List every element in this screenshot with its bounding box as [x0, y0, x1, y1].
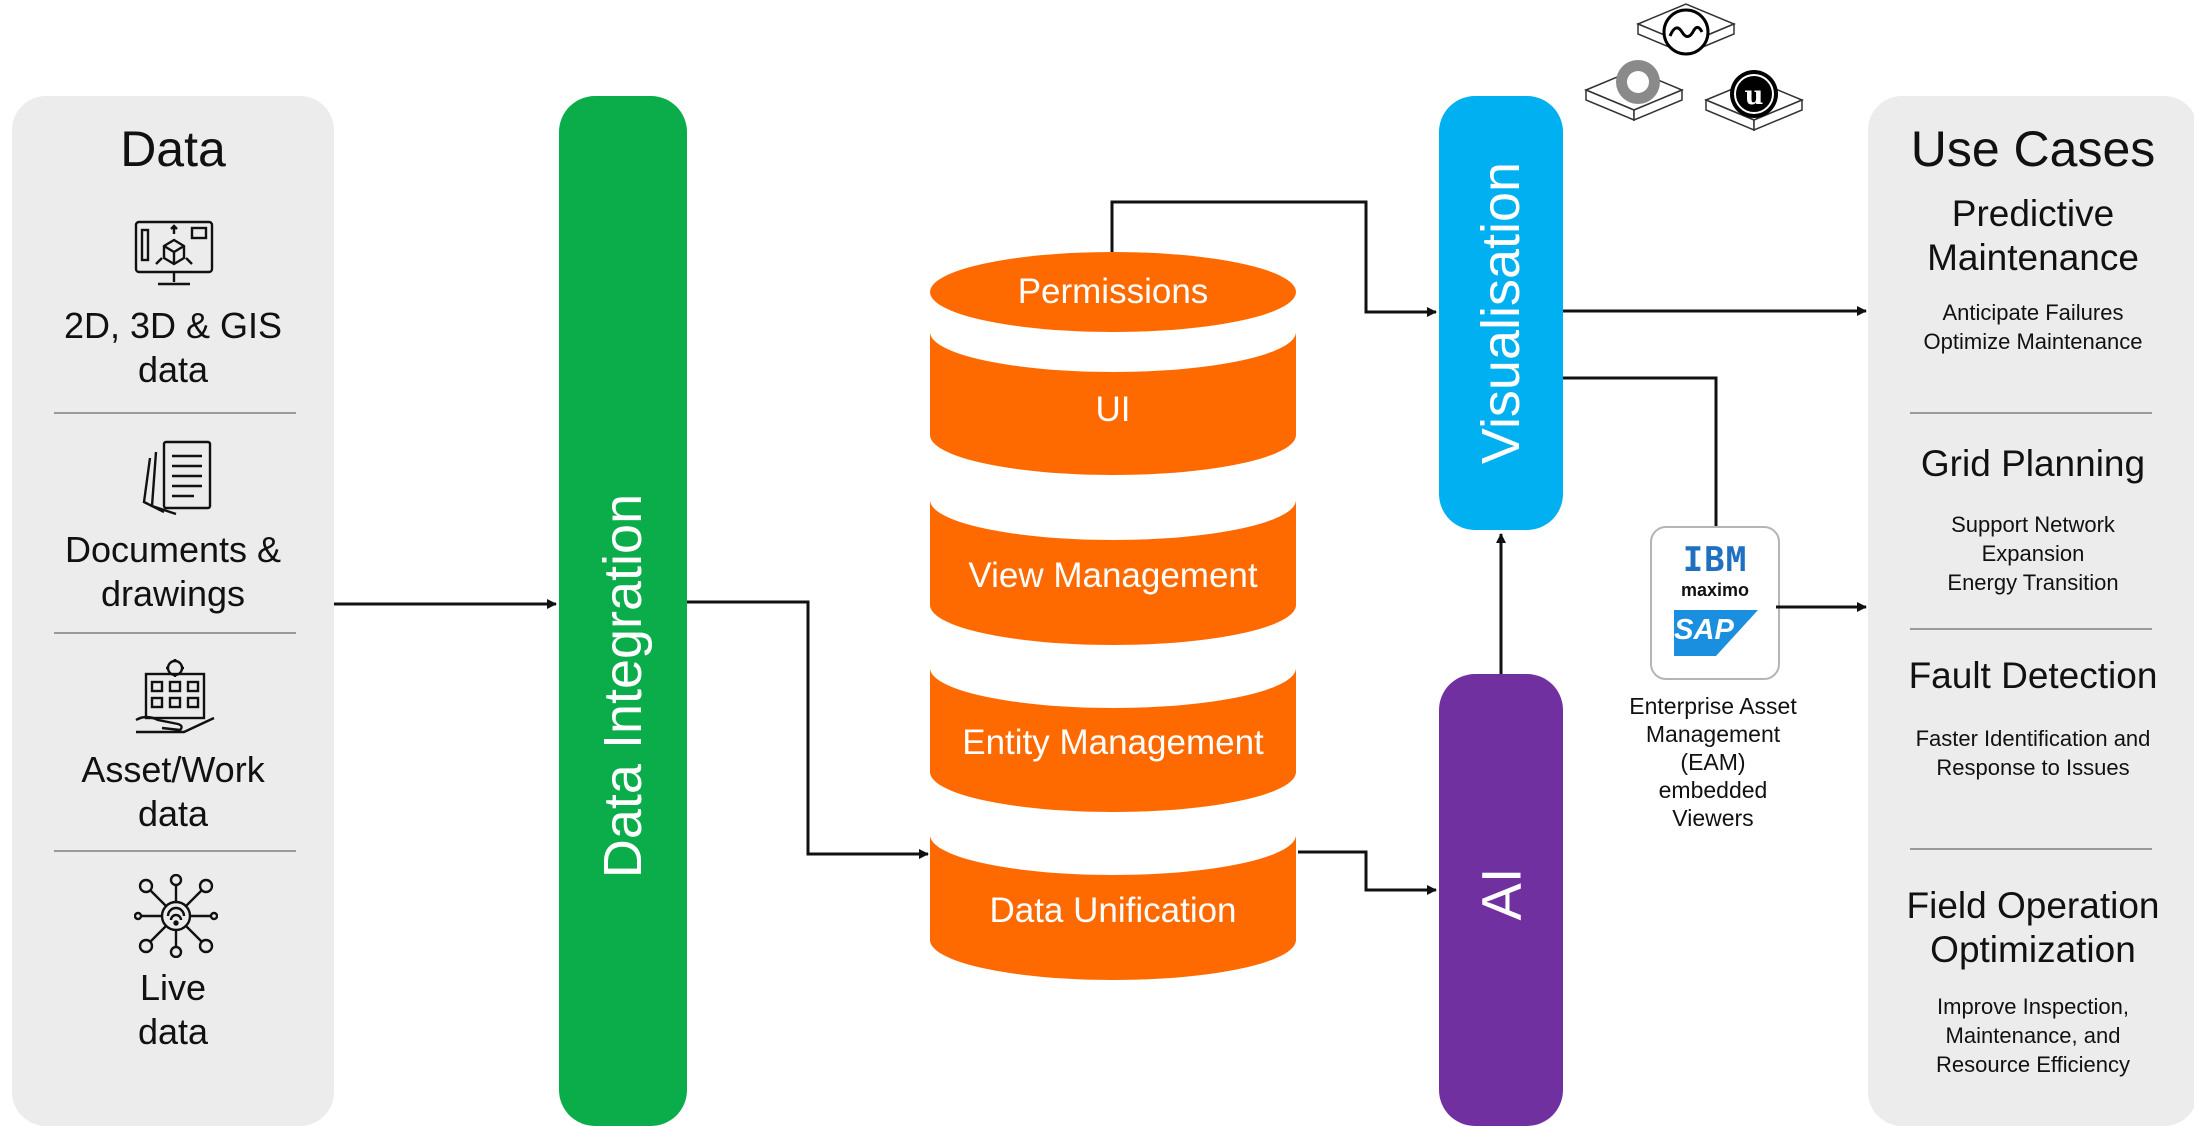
divider [1910, 628, 2152, 630]
data-item-documents-label: Documents & drawings [64, 529, 282, 614]
unreal-engine-icon: u [1730, 70, 1778, 118]
divider [1910, 848, 2152, 850]
data-item-gis-label: 2D, 3D & GIS data [63, 305, 283, 390]
use-cases-title: Use Cases [1910, 121, 2156, 177]
divider [54, 850, 296, 852]
sap-logo-shape [1674, 610, 1758, 656]
arrow-stack-to-ai [1298, 850, 1437, 895]
data-unification-segment [930, 835, 1296, 980]
arrow-stack-to-visualisation [1110, 200, 1437, 317]
eam-caption: Enterprise Asset Management (EAM) embedd… [1629, 693, 1797, 831]
use-case-fault-title: Fault Detection [1908, 655, 2158, 696]
data-unification-label: Data Unification [989, 891, 1237, 930]
eam-badge: IBM maximo SAP [1650, 526, 1780, 680]
use-case-predictive-desc: Anticipate Failures Optimize Maintenance [1923, 300, 2143, 354]
data-integration-bar: Data Integration [559, 96, 687, 1126]
sap-logo: SAP [1674, 614, 1734, 646]
entity-management-segment [930, 668, 1296, 812]
waveform-engine-icon [1662, 8, 1710, 56]
ui-segment [930, 332, 1296, 475]
ui-label: UI [1095, 390, 1131, 429]
use-case-field-title: Field Operation Optimization [1906, 885, 2160, 970]
use-case-grid-desc: Support Network Expansion Energy Transit… [1947, 512, 2119, 595]
permissions-label: Permissions [1017, 272, 1209, 311]
computer-3d-model-icon [134, 220, 214, 286]
network-wifi-icon [134, 874, 218, 958]
ai-bar: AI [1439, 674, 1563, 1126]
use-cases-panel: Use Cases Predictive Maintenance Anticip… [1868, 96, 2194, 1126]
permissions-disk [930, 252, 1296, 332]
use-case-grid-title: Grid Planning [1920, 443, 2146, 484]
data-panel: Data 2D, 3D & GIS data Documents & drawi… [12, 96, 334, 1126]
asset-building-icon [135, 659, 215, 734]
divider [1910, 412, 2152, 414]
ring-engine-icon [1616, 60, 1660, 104]
use-case-field-desc: Improve Inspection, Maintenance, and Res… [1935, 994, 2130, 1077]
engine-tiles: u [1584, 3, 1804, 132]
view-management-segment [930, 500, 1296, 645]
view-management-label: View Management [968, 556, 1258, 595]
entity-management-label: Entity Management [962, 723, 1264, 762]
data-item-live-label: Live data [137, 967, 209, 1052]
ibm-logo: IBM [1682, 540, 1748, 580]
divider [54, 412, 296, 414]
platform-stack [930, 252, 1296, 980]
data-panel-title: Data [120, 121, 226, 177]
visualisation-bar: Visualisation [1439, 96, 1563, 530]
use-case-fault-desc: Faster Identification and Response to Is… [1915, 726, 2151, 780]
maximo-logo: maximo [1680, 580, 1750, 600]
svg-text:u: u [1745, 81, 1764, 111]
line-visualisation-to-eam [1563, 376, 1718, 526]
arrow-integration-to-stack [687, 600, 929, 859]
data-item-asset-label: Asset/Work data [81, 749, 265, 834]
divider [54, 632, 296, 634]
documents-icon [142, 440, 212, 516]
use-case-predictive-title: Predictive Maintenance [1927, 193, 2139, 278]
